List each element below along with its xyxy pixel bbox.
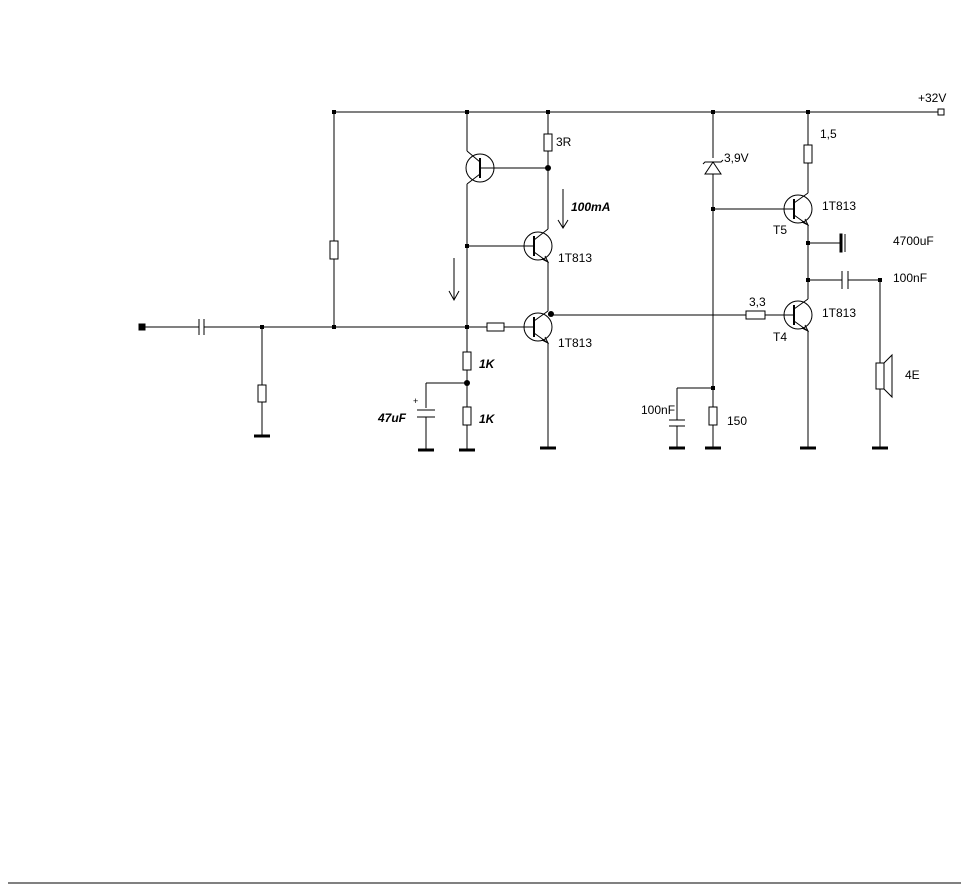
label-t4-type: 1T813	[822, 306, 856, 320]
label-cap-plus: +	[413, 396, 418, 406]
label-r-top: 3R	[556, 135, 572, 149]
label-cap-100nf-right: 100nF	[893, 271, 927, 285]
label-r-15: 1,5	[820, 127, 837, 141]
input-terminal[interactable]	[138, 323, 146, 331]
label-t5-type: 1T813	[822, 199, 856, 213]
label-t5-name: T5	[773, 223, 787, 237]
transistor-t5	[783, 192, 813, 227]
label-cap-4700: 4700uF	[893, 234, 934, 248]
label-cap-47: 47uF	[377, 411, 407, 425]
label-zener: 3,9V	[724, 151, 749, 165]
transistor-q2	[523, 228, 553, 264]
label-cap-100nf-left: 100nF	[641, 403, 675, 417]
label-r-150: 150	[727, 414, 747, 428]
zener-diode	[704, 161, 722, 175]
component-labels: +32V 3R 100mA 1T813 1T813 1K 1K 47uF + 3…	[377, 91, 946, 428]
resistor-150	[708, 406, 718, 426]
resistor-1-5	[803, 144, 813, 164]
resistor-1k-upper	[462, 351, 472, 371]
resistor-3r	[543, 133, 553, 152]
label-q2-type: 1T813	[558, 251, 592, 265]
junction-dots	[260, 110, 882, 390]
transistor-t4	[783, 298, 813, 333]
label-r-1k-a: 1K	[479, 357, 496, 371]
transistor-q3	[523, 310, 553, 345]
transistor-q1	[465, 150, 548, 185]
resistor-1k-lower	[462, 406, 472, 426]
label-t4-name: T4	[773, 330, 787, 344]
speaker	[875, 362, 885, 390]
label-current: 100mA	[571, 200, 610, 214]
zener-section	[669, 112, 784, 450]
resistor-3-3	[745, 310, 766, 320]
label-r-1k-b: 1K	[479, 412, 496, 426]
input-resistor	[257, 384, 267, 403]
base-resistor	[486, 322, 505, 332]
capacitor-4700uf	[839, 233, 843, 253]
label-supply: +32V	[918, 91, 946, 105]
supply-rail	[334, 108, 945, 116]
label-r-33: 3,3	[749, 295, 766, 309]
label-speaker: 4E	[905, 368, 920, 382]
middle-link	[548, 310, 784, 320]
output-stage-left	[540, 112, 569, 450]
output-stage-right	[800, 112, 893, 450]
input-section	[138, 112, 524, 438]
bias-resistor	[329, 240, 339, 260]
driver-section	[417, 112, 524, 452]
label-q3-type: 1T813	[558, 336, 592, 350]
